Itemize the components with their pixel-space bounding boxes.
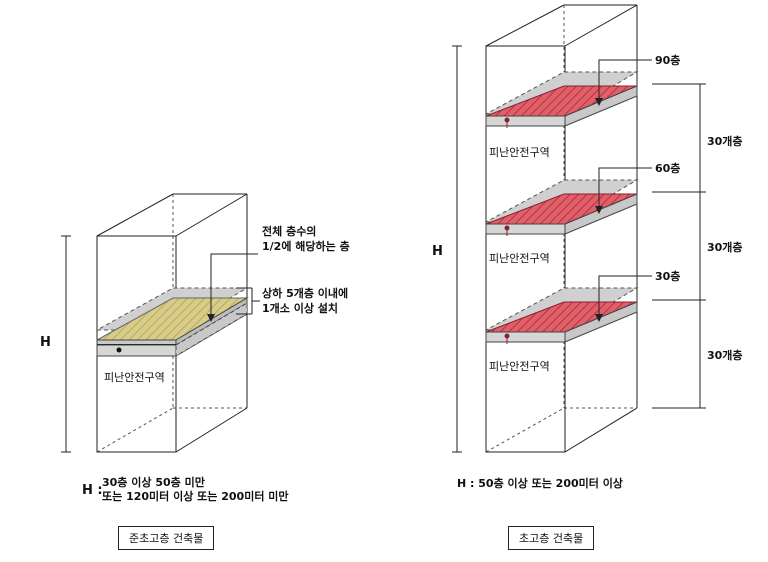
left-floor-label-2: 1/2에 해당하는 층 <box>262 239 350 253</box>
left-zone-dot <box>116 347 122 353</box>
left-floor-leader <box>210 253 258 320</box>
right-interval-label-2: 30개층 <box>707 240 743 254</box>
left-range-label-2: 1개소 이상 설치 <box>262 301 338 315</box>
left-floor-label-1: 전체 층수의 <box>262 224 316 238</box>
left-h-label: H <box>40 335 51 350</box>
right-zone-label-30: 피난안전구역 <box>489 360 550 373</box>
left-height-dimension <box>61 235 71 453</box>
right-caption: 초고층 건축물 <box>508 526 595 550</box>
left-caption: 준초고층 건축물 <box>118 526 215 550</box>
right-interval-label-3: 30개층 <box>707 348 743 362</box>
right-floor-label-30: 30층 <box>655 269 680 283</box>
right-floor-label-90: 90층 <box>655 53 680 67</box>
right-zone-label-90: 피난안전구역 <box>489 146 550 159</box>
right-interval-dimension <box>652 83 706 409</box>
right-safety-slab-90 <box>485 71 639 128</box>
left-range-bracket <box>236 287 260 315</box>
right-building <box>452 4 706 453</box>
left-note-line-1: 30층 이상 50층 미만 <box>102 475 205 489</box>
right-zone-label-60: 피난안전구역 <box>489 252 550 265</box>
right-safety-slab-60 <box>485 179 639 236</box>
right-height-dimension <box>452 45 462 453</box>
right-safety-slab-30 <box>485 287 639 344</box>
right-note: H : 50층 이상 또는 200미터 이상 <box>457 476 623 490</box>
left-building <box>61 193 260 453</box>
left-zone-label: 피난안전구역 <box>104 371 165 384</box>
right-floor-label-60: 60층 <box>655 161 680 175</box>
right-h-label: H <box>432 244 443 259</box>
left-note-line-2: 또는 120미터 이상 또는 200미터 미만 <box>102 489 289 503</box>
left-note-prefix: H : <box>82 483 103 498</box>
right-interval-label-1: 30개층 <box>707 134 743 148</box>
left-range-label-1: 상하 5개층 이내에 <box>262 286 348 300</box>
